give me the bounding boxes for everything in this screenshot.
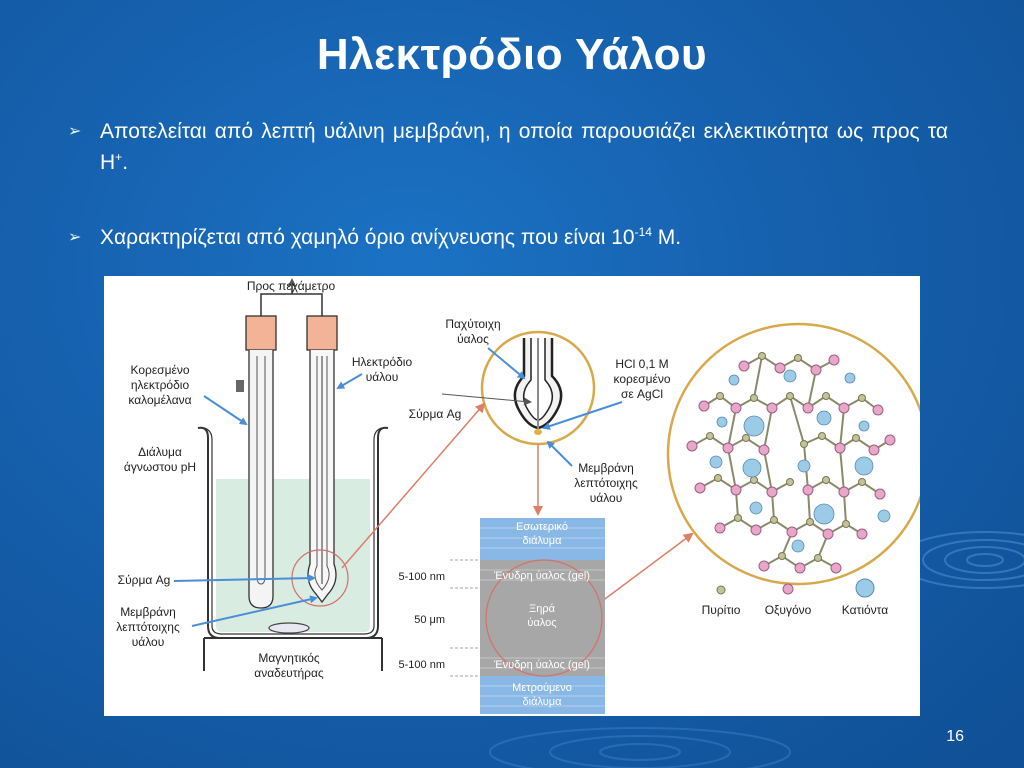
glass-structure-zoom: Πυρίτιο Οξυγόνο Κατιόντα (666, 322, 920, 617)
label-hcl-line3: σε AgCl (621, 387, 663, 401)
label-hcl-line2: κορεσμένο (613, 372, 670, 386)
connector-to-tip-zoom (341, 402, 486, 569)
cation-atoms (709, 369, 891, 553)
layer-hydrated-bottom (480, 648, 605, 676)
layer-hydrated-top (480, 560, 605, 588)
label-membrane-line1: Μεμβράνη (120, 605, 176, 619)
bullet-glass-membrane: ➢ Αποτελείται από λεπτή υάλινη μεμβράνη,… (68, 116, 948, 178)
slide-title: Ηλεκτρόδιο Υάλου (316, 30, 708, 79)
stirrer-base (203, 637, 383, 671)
bullet-text-end: . (122, 151, 129, 174)
layer-label-dry-1: Ξηρά (529, 603, 556, 615)
legend-oxygen-swatch (782, 583, 794, 595)
layer-dry-glass (480, 588, 605, 648)
label-membrane-line2: λεπτότοιχης (116, 620, 180, 634)
label-thick-glass-line1: Παχύτοιχη (445, 317, 500, 331)
electrode-tip-zoom: Παχύτοιχη ύαλος HCl 0,1 M κορεσμένο σε A… (409, 317, 671, 505)
bullet-text-main: Χαρακτηρίζεται από χαμηλό όριο ανίχνευση… (100, 226, 635, 249)
bullet-detection-limit: ➢ Χαρακτηρίζεται από χαμηλό όριο ανίχνευ… (68, 222, 948, 253)
bullet-text-main: Αποτελείται από λεπτή υάλινη μεμβράνη, η… (100, 120, 948, 174)
layer-label-inner-1: Εσωτερικό (516, 521, 568, 533)
legend-oxygen-label: Οξυγόνο (765, 603, 812, 617)
label-membrane-zoom-line3: υάλου (590, 491, 623, 505)
silicon-atoms (706, 352, 866, 562)
page-number: 16 (946, 728, 964, 745)
layer-inner-solution (480, 518, 605, 560)
legend-cation-swatch (855, 578, 875, 598)
label-stirrer-line1: Μαγνητικός (258, 651, 320, 665)
layer-label-measured-1: Μετρούμενο (512, 682, 572, 694)
layer-measured-solution (480, 676, 605, 714)
layer-label-measured-2: διάλυμα (523, 696, 563, 708)
membrane-layers: Εσωτερικό διάλυμα Ένυδρη ύαλος (gel) Ξηρ… (399, 518, 605, 714)
calomel-electrode (248, 350, 274, 609)
oxygen-atoms (686, 354, 896, 574)
layer-label-hydrated-bottom: Ένυδρη ύαλος (gel) (493, 659, 590, 671)
calomel-side-port (236, 380, 244, 392)
layer-label-inner-2: διάλυμα (523, 535, 563, 547)
label-ag-wire: Σύρμα Ag (118, 573, 171, 587)
thickness-top: 5-100 nm (399, 571, 445, 583)
glass-electrode-cap (306, 315, 338, 351)
thickness-mid: 50 μm (414, 614, 445, 626)
label-calomel-line2: ηλεκτρόδιο (131, 378, 190, 392)
label-glass-electrode-line2: υάλου (366, 370, 399, 384)
label-ag-wire-zoom: Σύρμα Ag (409, 407, 462, 421)
magnetic-stir-bar (268, 622, 310, 634)
label-membrane-line3: υάλου (132, 635, 165, 649)
legend-silicon-swatch (716, 585, 726, 595)
glass-electrode-figure: Προς πεχάμετρο Κορεσμένο ηλεκτρόδιο καλο… (104, 276, 920, 716)
layer-label-dry-2: ύαλος (527, 617, 556, 629)
calomel-cap (245, 315, 277, 351)
label-membrane-zoom-line1: Μεμβράνη (578, 461, 634, 475)
beaker-setup: Προς πεχάμετρο Κορεσμένο ηλεκτρόδιο καλο… (116, 278, 413, 680)
label-stirrer-line2: αναδευτήρας (254, 666, 324, 680)
bullet-text: Αποτελείται από λεπτή υάλινη μεμβράνη, η… (100, 116, 948, 178)
structure-zoom-marker (485, 559, 603, 677)
unknown-ph-solution (216, 479, 370, 632)
label-membrane-zoom-line2: λεπτότοιχης (574, 476, 638, 490)
label-calomel-line3: καλομέλανα (128, 393, 191, 407)
structure-zoom-circle (666, 322, 920, 586)
label-solution-line1: Διάλυμα (138, 445, 182, 459)
label-hcl-line1: HCl 0,1 M (615, 357, 668, 371)
arrow-bullet-icon: ➢ (68, 229, 82, 246)
label-glass-electrode-line1: Ηλεκτρόδιο (352, 355, 413, 369)
label-solution-line2: άγνωστου pH (124, 460, 196, 474)
legend-cation-label: Κατιόντα (842, 603, 888, 617)
bullet-superscript: + (115, 150, 123, 164)
label-thick-glass-line2: ύαλος (457, 332, 489, 346)
layer-label-hydrated-top: Ένυδρη ύαλος (gel) (493, 570, 590, 582)
arrow-bullet-icon: ➢ (68, 123, 82, 140)
label-to-ph-meter: Προς πεχάμετρο (247, 279, 336, 293)
legend-silicon-label: Πυρίτιο (702, 603, 741, 617)
thickness-bottom: 5-100 nm (399, 659, 445, 671)
bullet-superscript: -14 (634, 225, 652, 239)
label-calomel-line1: Κορεσμένο (130, 363, 189, 377)
bullet-text: Χαρακτηρίζεται από χαμηλό όριο ανίχνευση… (100, 222, 948, 253)
bullet-text-end: Μ. (651, 226, 682, 249)
